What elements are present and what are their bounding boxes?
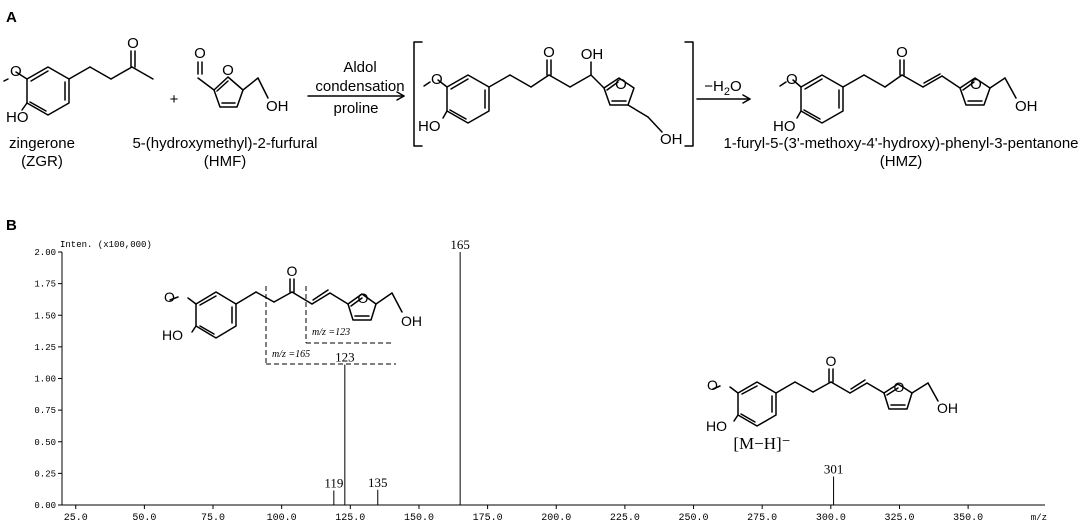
hmf-structure — [197, 61, 269, 108]
x-tick-label: 50.0 — [132, 513, 156, 524]
hmf-hydroxy: OH — [266, 98, 289, 115]
panel-b-label: B — [6, 217, 17, 234]
peak-label-135: 135 — [368, 475, 388, 490]
x-tick-label: 125.0 — [335, 513, 365, 524]
zgr-ketone-o: O — [127, 35, 139, 52]
zgr-hydroxy-label: HO — [6, 109, 29, 126]
y-axis-label: Inten. (x100,000) — [60, 240, 152, 250]
x-tick-label: 325.0 — [884, 513, 914, 524]
x-tick-label: 25.0 — [64, 513, 88, 524]
hmz-structure — [779, 59, 1017, 124]
x-ticks: 25.0 50.0 75.0 100.0 125.0 150.0 175.0 200.0 225… — [64, 505, 983, 524]
fragment-label-123: m/z =123 — [312, 327, 350, 338]
peak-label-119: 119 — [324, 475, 343, 490]
y-tick-label: 1.50 — [34, 311, 56, 321]
inset-hydroxy-ho: HO — [162, 327, 183, 343]
spectrum-peaks: 119 123 135 165 301 — [324, 237, 843, 505]
panel-a-label: A — [6, 9, 17, 26]
inset-fragment-structure — [169, 278, 403, 339]
arrow1-line2: condensation — [315, 78, 404, 95]
x-axis-label: m/z — [1031, 513, 1047, 523]
arrow2-label-pre: −H — [704, 78, 724, 95]
arrow1-line3: proline — [333, 100, 378, 117]
inset-terminal-oh: OH — [401, 313, 422, 329]
zgr-methoxy-o: O — [10, 63, 22, 80]
x-tick-label: 350.0 — [953, 513, 983, 524]
peak-label-301: 301 — [824, 462, 844, 477]
hmz-ketone-o: O — [896, 44, 908, 61]
x-tick-label: 175.0 — [473, 513, 503, 524]
hmz-methoxy-o: O — [786, 71, 798, 88]
hmz-terminal-oh: OH — [1015, 98, 1038, 115]
y-tick-label: 0.25 — [34, 469, 56, 479]
intermediate-ketone-o: O — [543, 44, 555, 61]
zingerone-structure — [3, 50, 154, 116]
y-ticks: 0.00 0.25 0.50 0.75 1.00 1.25 1.50 1.75 2.00 — [34, 248, 62, 511]
hmf-name: 5-(hydroxymethyl)-2-furfural — [132, 135, 317, 152]
bracket-left — [413, 41, 423, 147]
x-tick-label: 100.0 — [267, 513, 297, 524]
intermediate-aldol-oh: OH — [581, 46, 604, 63]
hmz-hydroxy-ho: HO — [773, 118, 796, 135]
hmz-furan-o: O — [970, 76, 982, 93]
x-tick-label: 250.0 — [679, 513, 709, 524]
intermediate-structure — [423, 59, 663, 133]
fragment-label-165: m/z =165 — [272, 349, 310, 360]
x-tick-label: 275.0 — [747, 513, 777, 524]
hmf-aldehyde-o: O — [194, 45, 206, 62]
x-tick-label: 200.0 — [541, 513, 571, 524]
y-tick-label: 1.75 — [34, 280, 56, 290]
plus-sign: + — [170, 91, 179, 108]
x-tick-label: 150.0 — [404, 513, 434, 524]
bracket-right — [684, 41, 694, 147]
x-tick-label: 300.0 — [816, 513, 846, 524]
inset-methoxy-o: O — [164, 289, 175, 305]
zgr-name: zingerone — [9, 135, 75, 152]
ion-terminal-oh: OH — [937, 400, 958, 416]
hmf-abbr: (HMF) — [204, 153, 246, 170]
intermediate-hydroxy-ho: HO — [418, 118, 441, 135]
y-tick-label: 0.75 — [34, 406, 56, 416]
arrow2-label-post: O — [730, 78, 742, 95]
ion-ketone-o: O — [826, 353, 837, 369]
x-tick-label: 75.0 — [201, 513, 225, 524]
arrow2-label: −H2O — [704, 78, 741, 98]
arrow1-line1: Aldol — [343, 59, 376, 76]
hmz-name: 1-furyl-5-(3'-methoxy-4'-hydroxy)-phenyl… — [723, 135, 1078, 152]
y-tick-label: 1.00 — [34, 375, 56, 385]
y-tick-label: 1.25 — [34, 343, 56, 353]
inset-ketone-o: O — [287, 263, 298, 279]
peak-label-123: 123 — [335, 350, 355, 365]
inset-furan-o: O — [358, 290, 369, 306]
zgr-abbr: (ZGR) — [21, 153, 63, 170]
molecular-ion-label: [M−H]⁻ — [733, 434, 790, 453]
peak-label-165: 165 — [450, 237, 470, 252]
x-tick-label: 225.0 — [610, 513, 640, 524]
intermediate-terminal-oh: OH — [660, 131, 683, 148]
y-tick-label: 0.50 — [34, 438, 56, 448]
ion-methoxy-o: O — [707, 377, 718, 393]
ion-hydroxy-ho: HO — [706, 418, 727, 434]
y-tick-label: 0.00 — [34, 501, 56, 511]
spectrum-chart: Inten. (x100,000) m/z 0.00 0.25 0.50 0.75 1.… — [34, 237, 1047, 524]
arrow2-label-sub: 2 — [724, 86, 730, 98]
reaction-arrow-2-head — [742, 94, 751, 104]
ion-furan-o: O — [894, 379, 905, 395]
reaction-arrow-1-head — [396, 91, 405, 101]
molecular-ion-structure — [712, 368, 939, 427]
y-tick-label: 2.00 — [34, 248, 56, 258]
hmf-furan-o: O — [222, 62, 234, 79]
intermediate-furan-o: O — [615, 76, 627, 93]
intermediate-methoxy-o: O — [431, 71, 443, 88]
hmz-abbr: (HMZ) — [880, 153, 922, 170]
